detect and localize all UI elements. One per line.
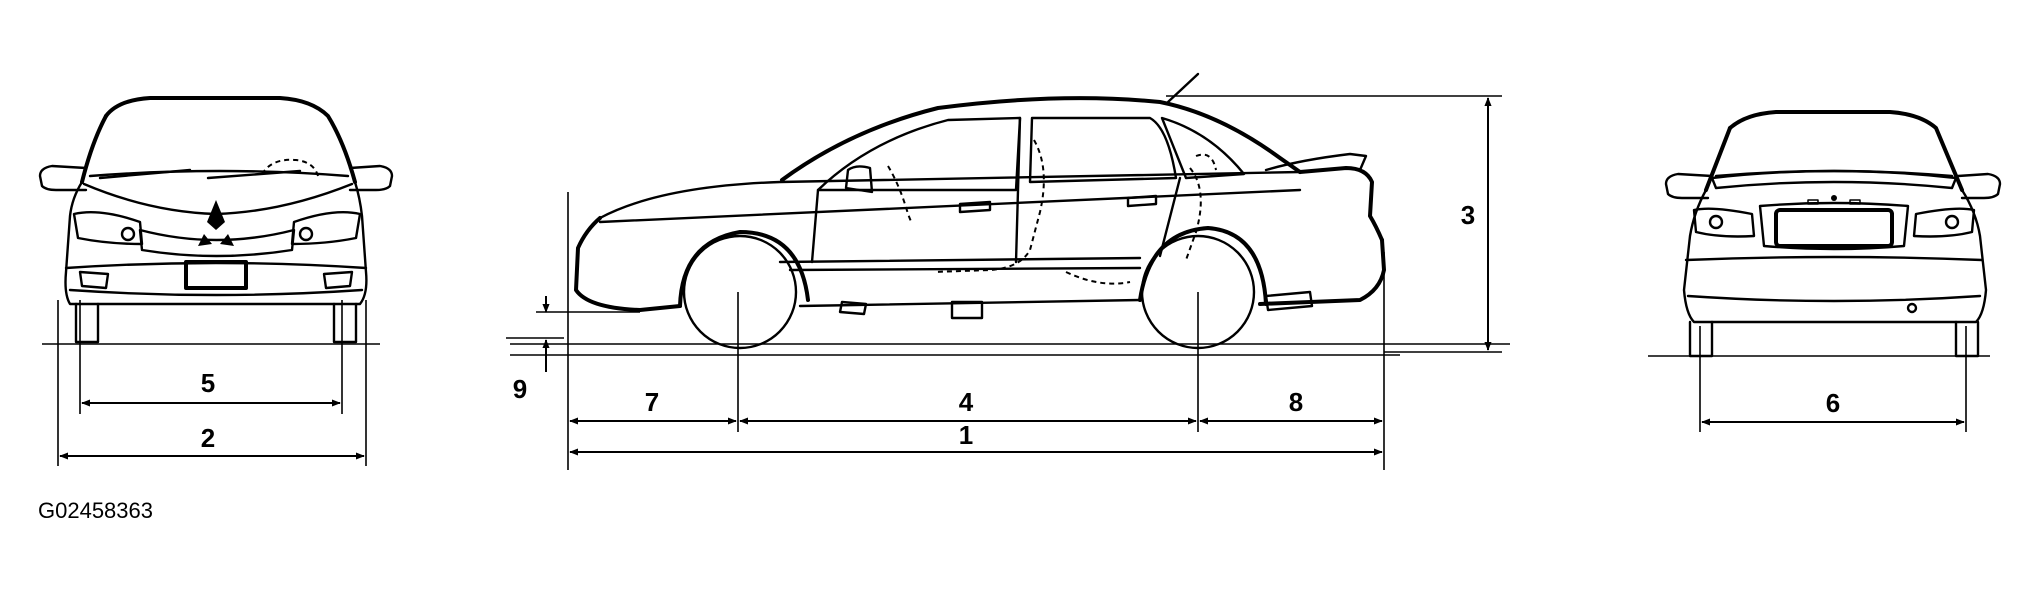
dimension-2-line [57, 300, 367, 466]
dimension-7-label: 7 [645, 387, 659, 417]
dimension-9-label: 9 [513, 374, 527, 404]
side-view-vehicle [510, 72, 1510, 356]
dimension-1-label: 1 [959, 420, 973, 450]
dimension-9-line [506, 192, 640, 470]
dimension-3-label: 3 [1461, 200, 1475, 230]
rear-view-vehicle [1648, 110, 2002, 358]
dimension-6-line [1699, 326, 1967, 432]
front-view-vehicle [38, 96, 394, 345]
dimension-5-label: 5 [201, 368, 215, 398]
dimension-4-line [739, 292, 1199, 432]
dimension-8-line [1199, 252, 1385, 470]
dimension-5-line [79, 300, 343, 414]
figure-id: G02458363 [38, 498, 153, 523]
dimension-3-line [1166, 95, 1502, 353]
dimension-6-label: 6 [1826, 388, 1840, 418]
dimension-2-label: 2 [201, 423, 215, 453]
dimension-4-label: 4 [959, 387, 974, 417]
dimension-8-label: 8 [1289, 387, 1303, 417]
dimension-7-line [569, 292, 739, 432]
